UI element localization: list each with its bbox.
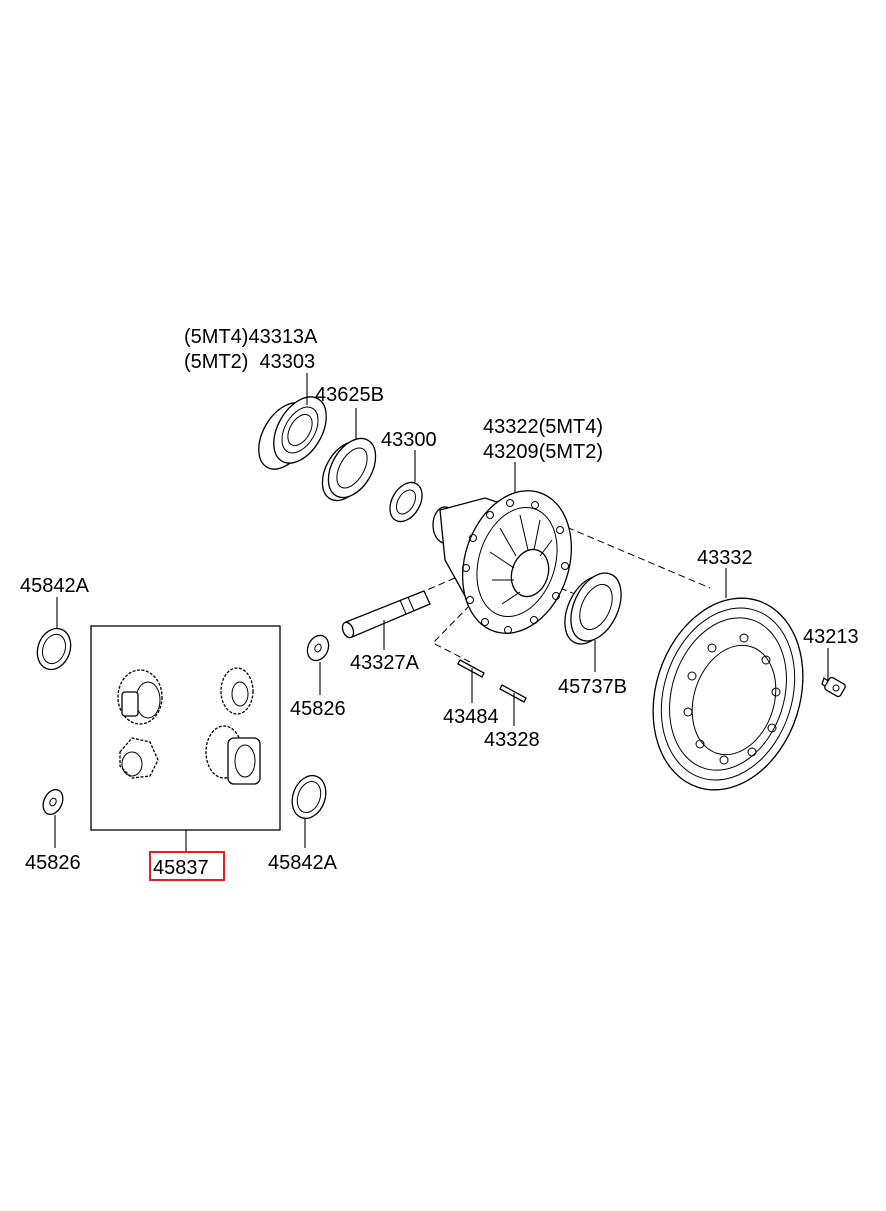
label-bolt: 43213 — [803, 626, 859, 648]
side-gear-bottom-right — [205, 725, 261, 785]
small-washer-left — [42, 788, 64, 816]
case-spokes — [489, 514, 553, 605]
thrust-washer-right — [291, 774, 327, 820]
tapered-bearing-top — [258, 396, 327, 470]
tapered-bearing-right — [564, 572, 622, 645]
label-small-washer-right: 45826 — [290, 698, 346, 720]
differential-case — [432, 490, 573, 634]
bolt — [821, 676, 846, 698]
part-labels: (5MT4)43313A (5MT2) 43303 43625B 43300 4… — [20, 326, 859, 879]
ring-gear — [652, 597, 804, 791]
label-shaft: 43327A — [350, 652, 420, 674]
small-washer-right — [306, 634, 330, 662]
label-case-line1: 43322(5MT4) — [483, 416, 603, 438]
label-bearing-right: 45737B — [558, 676, 627, 698]
highlight-box — [149, 851, 225, 881]
label-case-line2: 43209(5MT2) — [483, 441, 603, 463]
label-ring-gear: 43332 — [697, 547, 753, 569]
side-gear-top-left — [117, 669, 163, 725]
leader-lines — [54, 373, 829, 853]
label-pin: 43484 — [443, 706, 499, 728]
pin-43328 — [499, 684, 527, 703]
label-washer-top-left: 45842A — [20, 575, 90, 597]
pinion-gear-top-right — [220, 667, 254, 715]
label-bearing-line2: (5MT2) 43303 — [184, 351, 315, 373]
label-kit: 45837 — [153, 857, 209, 879]
ring-gear-bolt-holes — [683, 633, 781, 765]
label-pin2: 43328 — [484, 729, 540, 751]
gear-kit — [90, 625, 281, 831]
pinion-gear-bottom-left — [119, 737, 159, 779]
pinion-shaft — [341, 590, 431, 639]
label-seal: 43300 — [381, 429, 437, 451]
label-small-washer-left: 45826 — [25, 852, 81, 874]
shim-ring — [321, 437, 377, 502]
label-washer-bottom-right: 45842A — [268, 852, 338, 874]
label-bearing-line1: (5MT4)43313A — [184, 326, 318, 348]
thrust-washer-left — [36, 627, 72, 671]
label-shim: 43625B — [315, 384, 384, 406]
oil-seal — [389, 481, 423, 523]
pin-43484 — [457, 659, 485, 678]
case-bolt-holes — [462, 499, 569, 634]
